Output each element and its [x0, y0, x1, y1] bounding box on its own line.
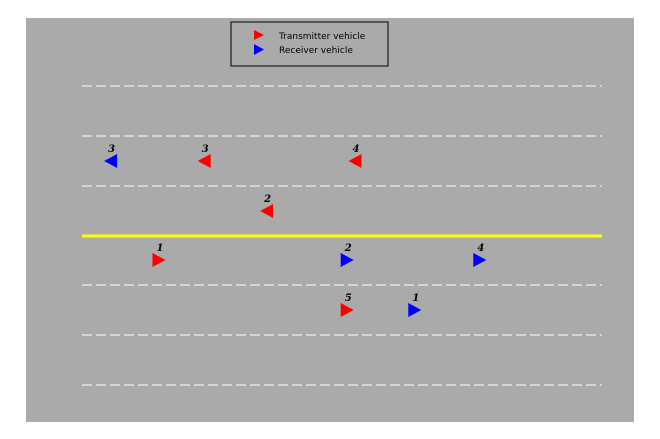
vehicle-id-label: 3: [108, 144, 115, 155]
transmitter-vehicle: 1: [152, 243, 166, 267]
vehicle-id-label: 3: [202, 144, 209, 155]
receiver-vehicle: 1: [408, 293, 422, 317]
receiver-vehicle: 2: [340, 243, 354, 267]
vehicle-id-label: 5: [345, 293, 352, 304]
vehicle-id-label: 1: [412, 293, 419, 304]
receiver-vehicle: 4: [473, 243, 487, 267]
vehicle-id-label: 2: [263, 194, 271, 205]
transmitter-marker: [197, 154, 211, 168]
vehicle-id-label: 4: [353, 144, 360, 155]
vehicle-id-label: 4: [477, 243, 484, 254]
transmitter-marker: [152, 253, 166, 267]
receiver-marker: [340, 253, 354, 267]
receiver-marker-icon: [254, 44, 264, 55]
transmitter-marker: [260, 204, 274, 218]
vehicles: 3 3 4 2 1 2 4 5 1: [104, 144, 487, 317]
transmitter-vehicle: 2: [260, 194, 274, 218]
legend-box: [230, 21, 389, 67]
receiver-vehicle: 3: [104, 144, 118, 168]
receiver-marker: [473, 253, 487, 267]
road-background: [26, 18, 634, 422]
legend-receiver-label: Receiver vehicle: [279, 46, 353, 56]
legend: Transmitter vehicle Receiver vehicle: [230, 21, 389, 67]
receiver-marker: [104, 154, 118, 168]
transmitter-vehicle: 4: [348, 144, 362, 168]
transmitter-vehicle: 3: [197, 144, 211, 168]
transmitter-marker: [348, 154, 362, 168]
transmitter-marker-icon: [254, 30, 264, 40]
receiver-marker: [408, 303, 422, 317]
transmitter-vehicle: 5: [340, 293, 354, 317]
transmitter-marker: [340, 303, 354, 317]
vehicle-id-label: 2: [344, 243, 352, 254]
legend-transmitter-label: Transmitter vehicle: [278, 32, 366, 42]
vehicle-id-label: 1: [156, 243, 163, 254]
lane-markings: [82, 85, 602, 386]
